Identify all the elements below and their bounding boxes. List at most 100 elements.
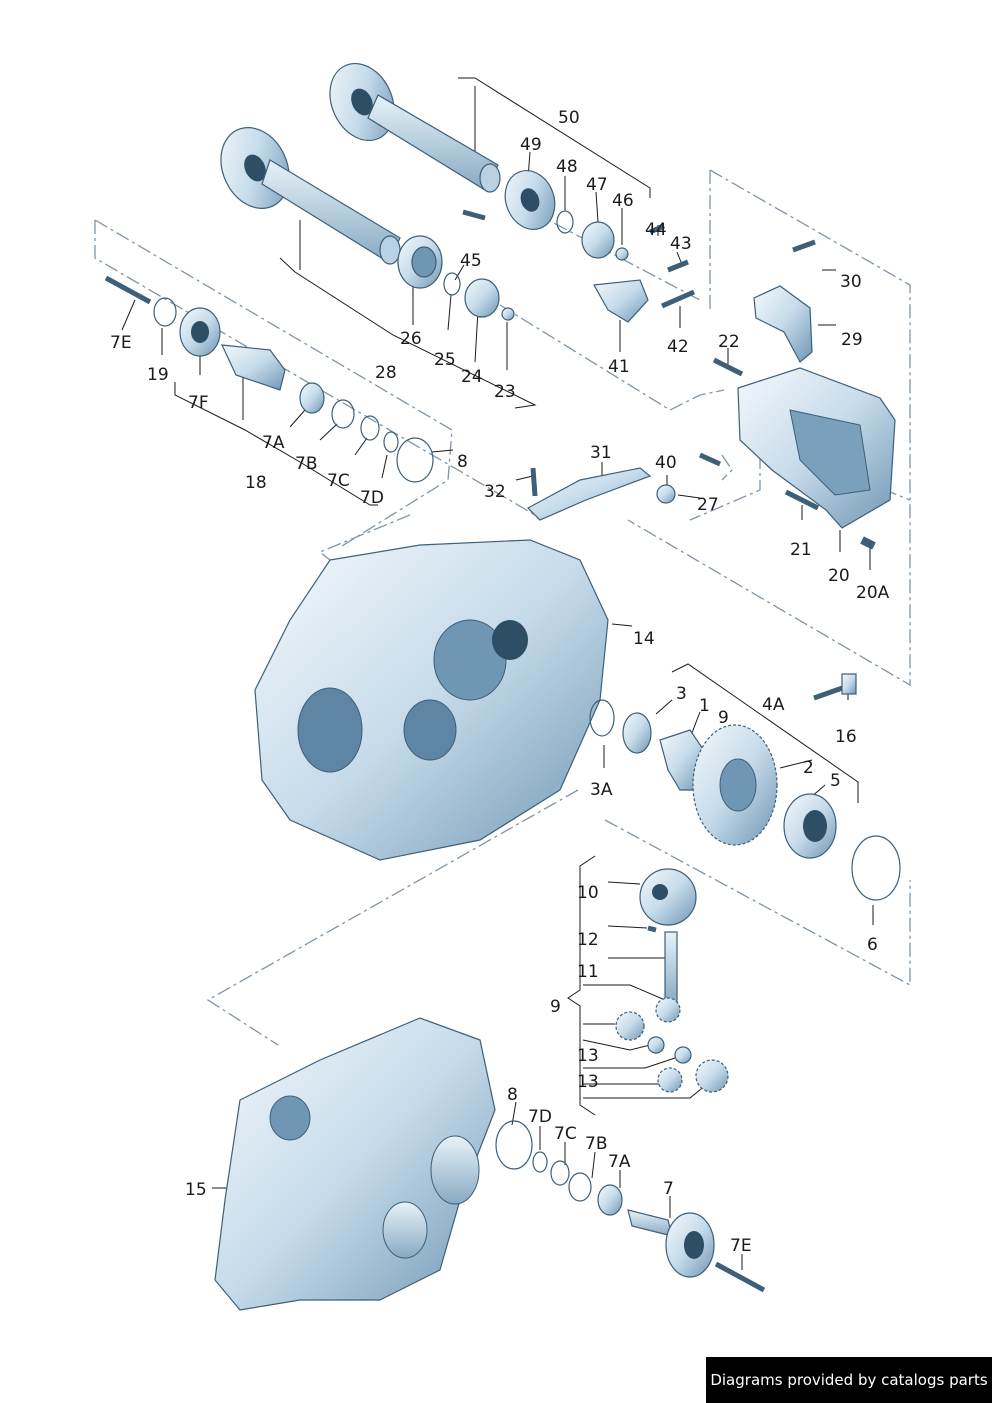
- label-7D-upper: 7D: [360, 488, 384, 508]
- bolt-43: [667, 259, 689, 273]
- label-14: 14: [633, 629, 655, 649]
- differential-1: [659, 724, 778, 846]
- label-20: 20: [828, 566, 850, 586]
- seal-8-upper: [396, 437, 434, 483]
- ring-7D: [383, 431, 399, 453]
- label-18: 18: [245, 473, 267, 493]
- label-26: 26: [400, 329, 422, 349]
- bolt-22: [712, 357, 744, 377]
- bolt-30: [792, 239, 816, 253]
- washer-13b: [674, 1046, 692, 1064]
- washer-13a: [647, 1036, 665, 1054]
- label-6: 6: [867, 935, 878, 955]
- label-15: 15: [185, 1180, 207, 1200]
- gear-13c: [657, 1067, 683, 1093]
- label-22: 22: [718, 332, 740, 352]
- label-7F: 7F: [188, 393, 209, 413]
- label-13b: 13: [577, 1072, 599, 1092]
- housing-20: [737, 367, 896, 529]
- sensor-16: [813, 673, 857, 701]
- bolt-27: [698, 452, 722, 467]
- shaft-18: [221, 344, 286, 391]
- bearing-3: [622, 712, 652, 754]
- label-20A: 20A: [856, 583, 890, 603]
- label-10: 10: [577, 883, 599, 903]
- circlip-19: [153, 297, 177, 327]
- flange-shaft-lower: [220, 127, 401, 265]
- label-7C-upper: 7C: [327, 471, 350, 491]
- circlip-3A: [589, 699, 615, 737]
- gearbox-housing-15: [214, 1017, 496, 1311]
- circlip-48: [556, 210, 574, 234]
- label-41: 41: [608, 357, 630, 377]
- label-46: 46: [612, 191, 634, 211]
- label-7B-upper: 7B: [295, 454, 317, 474]
- gearbox-housing-14: [254, 539, 609, 861]
- label-5: 5: [830, 771, 841, 791]
- label-12: 12: [577, 930, 599, 950]
- label-7D-lower: 7D: [528, 1107, 552, 1127]
- label-8-lower: 8: [507, 1085, 518, 1105]
- label-9-upper: 9: [718, 708, 729, 728]
- shim-6: [851, 835, 901, 901]
- label-7C-lower: 7C: [554, 1124, 577, 1144]
- label-9-lower: 9: [550, 997, 561, 1017]
- part-labels: 50 49 48 47 46 44 43 45 30 29 22 42 41 2…: [110, 108, 890, 1256]
- bolt-7E-upper: [104, 275, 152, 305]
- label-21: 21: [790, 540, 812, 560]
- label-25: 25: [434, 350, 456, 370]
- label-42: 42: [667, 337, 689, 357]
- label-8-upper: 8: [457, 452, 468, 472]
- gear-13b: [655, 997, 681, 1023]
- bolt-7E-lower: [714, 1261, 766, 1293]
- flange-shaft-upper: [329, 62, 501, 193]
- spring-7A: [299, 382, 325, 414]
- label-50: 50: [558, 108, 580, 128]
- lever-31: [527, 467, 652, 521]
- credit-banner: Diagrams provided by catalogs parts: [706, 1357, 992, 1403]
- label-16: 16: [835, 727, 857, 747]
- pin-12: [647, 925, 657, 933]
- diff-housing-10: [639, 868, 697, 926]
- label-3A: 3A: [590, 780, 613, 800]
- shaft-11: [664, 931, 678, 1005]
- label-47: 47: [586, 175, 608, 195]
- label-4A: 4A: [762, 695, 785, 715]
- label-40: 40: [655, 453, 677, 473]
- bush-40: [656, 484, 676, 504]
- flange-shaft-7: [627, 1209, 715, 1278]
- bracket-29: [753, 285, 813, 363]
- label-27: 27: [697, 495, 719, 515]
- label-29: 29: [841, 330, 863, 350]
- bolt-21: [784, 489, 820, 511]
- label-48: 48: [556, 157, 578, 177]
- ring-7C-lower: [550, 1160, 570, 1186]
- bolt-32: [530, 467, 538, 497]
- seal-7F: [179, 307, 221, 357]
- ring-7C: [360, 415, 380, 441]
- label-1: 1: [699, 696, 710, 716]
- bolt-45: [462, 209, 486, 221]
- label-24: 24: [461, 367, 483, 387]
- label-11: 11: [577, 962, 599, 982]
- label-13a: 13: [577, 1046, 599, 1066]
- label-49: 49: [520, 135, 542, 155]
- label-19: 19: [147, 365, 169, 385]
- pin-20A: [860, 536, 876, 550]
- label-32: 32: [484, 482, 506, 502]
- label-23: 23: [494, 382, 516, 402]
- assembly-guide-lines: [94, 169, 911, 1046]
- label-7E-lower: 7E: [730, 1236, 752, 1256]
- label-31: 31: [590, 443, 612, 463]
- label-28: 28: [375, 363, 397, 383]
- shaft-seal-49: [504, 170, 556, 230]
- bearing-26: [397, 235, 443, 289]
- label-7E-upper: 7E: [110, 333, 132, 353]
- circlip-25: [443, 272, 461, 296]
- ring-7B: [331, 399, 355, 429]
- gear-13a: [615, 1011, 645, 1041]
- ring-7D-lower: [532, 1151, 548, 1173]
- label-43: 43: [670, 234, 692, 254]
- ring-7B-lower: [568, 1172, 592, 1202]
